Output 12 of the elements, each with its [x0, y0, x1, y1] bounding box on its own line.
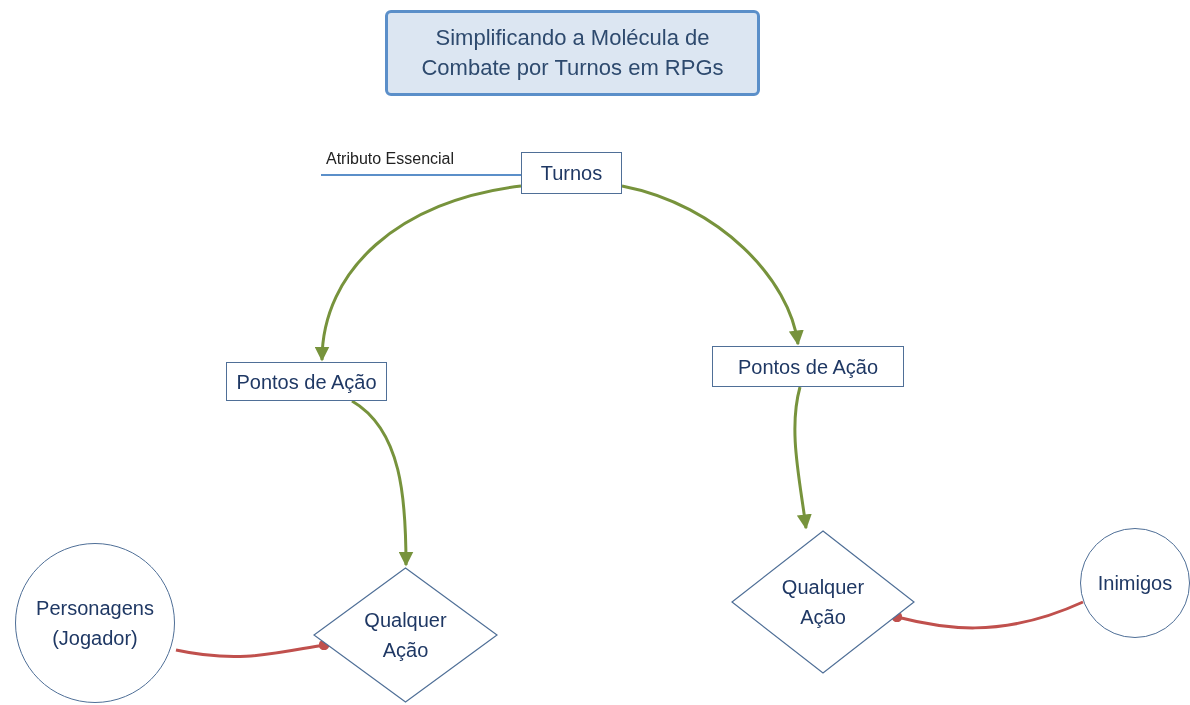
decision-diamond: Qualquer Ação: [313, 567, 498, 703]
decision-diamond: Qualquer Ação: [731, 530, 915, 674]
arrow: [351, 399, 414, 567]
topic-box: Pontos de Ação: [226, 362, 387, 401]
arrow: [315, 184, 522, 362]
topic-box: Turnos: [521, 152, 622, 194]
arrow: [621, 184, 803, 346]
title-box: Simplificando a Molécula de Combate por Turnos em RPGs: [385, 10, 760, 96]
connector-line: [320, 174, 522, 176]
topic-box: Pontos de Ação: [712, 346, 904, 387]
topic-label: Atributo Essencial: [326, 146, 502, 172]
arrow: [793, 386, 812, 530]
